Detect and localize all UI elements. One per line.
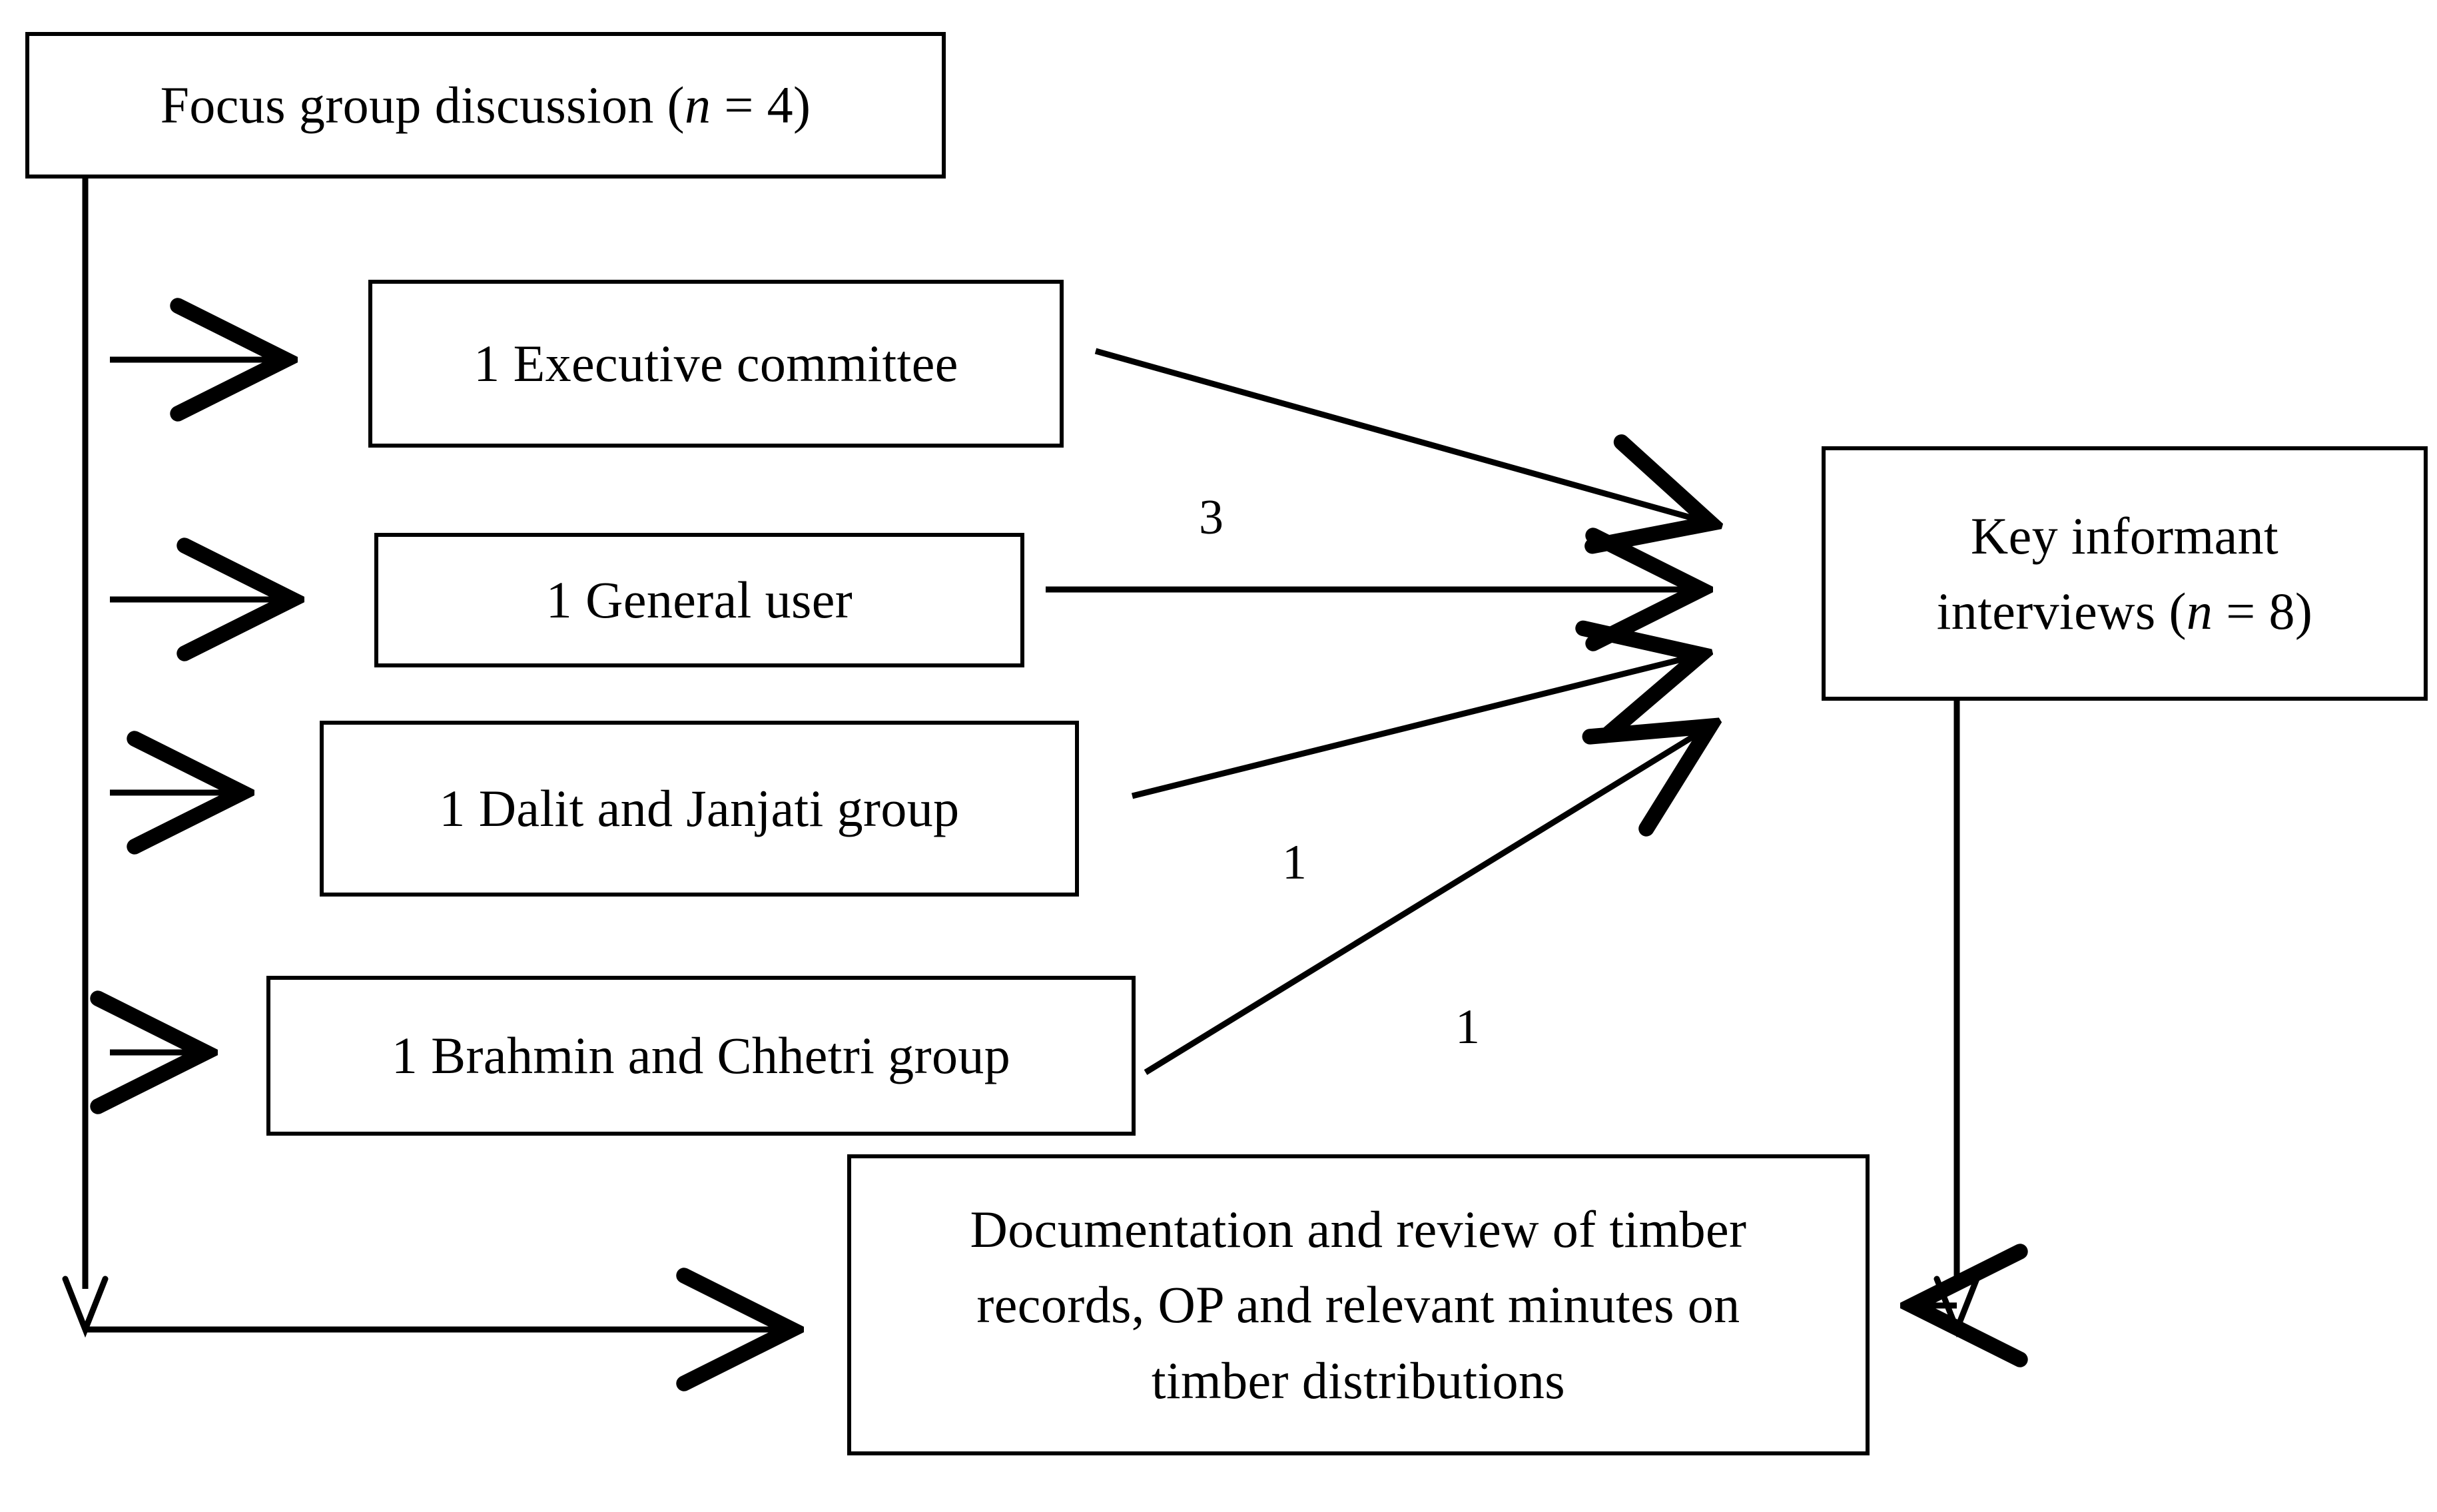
- connector-executive-to-key: [1094, 348, 1705, 522]
- connector-brahmin-to-key: [1144, 729, 1705, 1075]
- italic-n: n: [685, 76, 711, 135]
- edge-label-dalit-to-key: 1: [1282, 835, 1307, 890]
- edge-label-exec-to-key: 3: [1199, 490, 1223, 545]
- node-general-user-label: 1 General user: [545, 571, 853, 629]
- node-executive-committee-label: 1 Executive committee: [474, 334, 958, 393]
- italic-n: n: [2186, 582, 2213, 640]
- node-brahmin-chhetri-group-label: 1 Brahmin and Chhetri group: [391, 1026, 1011, 1085]
- node-brahmin-chhetri-group[interactable]: 1 Brahmin and Chhetri group: [266, 976, 1136, 1136]
- node-focus-group-label: Focus group discussion (n = 4): [160, 76, 811, 135]
- node-dalit-janjati-group-label: 1 Dalit and Janjati group: [439, 779, 960, 838]
- node-focus-group[interactable]: Focus group discussion (n = 4): [25, 32, 946, 179]
- edge-label-brahmin-to-key: 1: [1455, 1000, 1480, 1054]
- node-dalit-janjati-group[interactable]: 1 Dalit and Janjati group: [320, 721, 1079, 897]
- node-general-user[interactable]: 1 General user: [374, 533, 1024, 667]
- node-executive-committee[interactable]: 1 Executive committee: [368, 280, 1064, 448]
- connector-dalit-to-key: [1131, 656, 1695, 799]
